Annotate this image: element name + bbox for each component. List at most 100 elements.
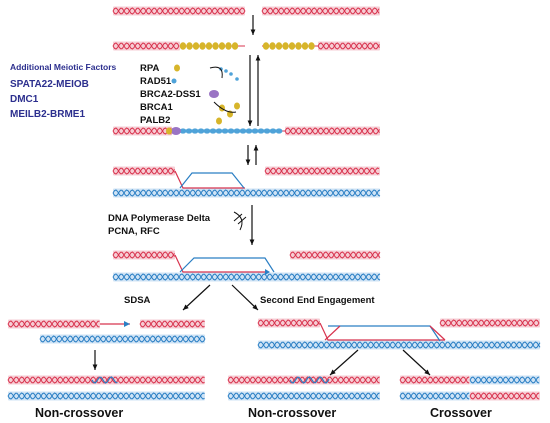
rad51-filament-unit <box>209 128 217 134</box>
rad51-free <box>224 69 228 73</box>
polymerase-chevrons <box>233 213 247 225</box>
synthesis-dloop <box>179 257 275 273</box>
noncrossover-mid-patch <box>289 376 330 384</box>
sdsa-red-right-strand-b <box>139 320 205 328</box>
protein-label-palb2: PALB2 <box>140 115 171 126</box>
resected-right-duplex-strand-a <box>317 42 380 50</box>
rad51-filament-unit <box>179 128 187 134</box>
rpa-released <box>234 102 240 110</box>
rpa-protein <box>288 42 296 50</box>
rpa-protein <box>179 42 187 50</box>
sdsa-red-left-strand-a <box>7 320 100 328</box>
meiotic-factors-heading: Additional Meiotic Factors <box>10 62 117 72</box>
resected-left-duplex-strand-b <box>112 42 180 50</box>
arrow-to-sdsa-head <box>183 304 189 310</box>
noncrossover-left-patch <box>91 376 118 384</box>
crossover-red-right-strand-a <box>469 392 540 400</box>
rad51-free <box>235 77 239 81</box>
filament-duplex-left-strand-b <box>112 127 172 135</box>
synthesis-red-left-strand-a <box>112 251 175 259</box>
synthesis-label-polymerase: DNA Polymerase Delta <box>108 213 211 224</box>
process-arrows <box>92 15 431 376</box>
protein-markers <box>166 42 315 135</box>
rpa-protein <box>301 42 309 50</box>
meiotic-factor-spata22: SPATA22-MEIOB <box>10 79 89 90</box>
outcome-label-crossover: Crossover <box>430 406 492 420</box>
sdsa-red-left-strand-b <box>7 320 100 328</box>
crossover-red-left-strand-a <box>399 376 470 384</box>
crossover-blue-right-strand-b <box>469 376 540 384</box>
dna-strands <box>7 6 541 401</box>
crossover-blue-right-strand-a <box>469 376 540 384</box>
resected-right-duplex-strand-b <box>317 42 380 50</box>
rad51-filament-unit <box>197 128 205 134</box>
invasion-red-left-strand-a <box>112 167 175 175</box>
invasion-red-left-strand-b <box>112 167 175 175</box>
crossover-red-right-strand-b <box>469 392 540 400</box>
rpa-released <box>216 117 222 125</box>
invasion-red-right-strand-a <box>264 167 380 175</box>
dhj-red-right-strand-b <box>439 319 540 327</box>
invading-strand <box>174 170 245 189</box>
sdsa-arrowhead <box>124 321 130 327</box>
filament-duplex-right-strand-b <box>284 127 380 135</box>
rad51-filament-unit <box>263 128 271 134</box>
rad51-legend-marker <box>171 78 177 84</box>
rad51-filament-unit <box>257 128 265 134</box>
arrow-to-second-end-shaft <box>231 284 259 311</box>
noncrossover-mid-blue-strand-b <box>227 392 380 400</box>
rpa-release-curve <box>213 101 237 113</box>
filament-duplex-right-strand-a <box>284 127 380 135</box>
rpa-protein <box>269 42 276 50</box>
arrow-invasion-forward-head <box>245 159 251 165</box>
arrow-dhj-crossover-shaft <box>402 349 431 376</box>
dhj-red-left-strand-a <box>257 319 320 327</box>
arrow-synthesis-head <box>249 239 255 245</box>
arrow-resection-head <box>250 29 256 35</box>
synthesis-label-pcna-rfc: PCNA, RFC <box>108 226 160 237</box>
arrow-filament-forward-head <box>247 120 253 126</box>
pathway-label-sdsa: SDSA <box>124 295 151 306</box>
synthesis-red-left-strand-b <box>112 251 175 259</box>
rpa-protein <box>295 42 302 50</box>
rad51-filament-unit <box>221 128 229 134</box>
extended-invading-strand <box>174 254 265 273</box>
arrow-filament-reverse-head <box>255 55 261 61</box>
synthesis-red-right-strand-a <box>289 251 381 259</box>
rpa-protein <box>308 42 315 50</box>
rpa-protein <box>192 42 200 50</box>
brca2-on-filament <box>171 127 181 135</box>
rad51-filament-unit <box>215 128 223 134</box>
invasion-blue-template-strand-b <box>112 189 381 197</box>
synthesis-blue-template-strand-b <box>112 273 381 281</box>
rad51-filament-unit <box>227 128 235 134</box>
rad51-filament-unit <box>251 128 259 134</box>
protein-label-brca2-dss1: BRCA2-DSS1 <box>140 89 201 100</box>
arrow-invasion-reverse-head <box>253 145 259 151</box>
rpa-protein <box>262 42 270 50</box>
rpa-protein <box>199 42 206 50</box>
filament-duplex-left-strand-a <box>112 127 172 135</box>
rpa-protein <box>225 42 232 50</box>
rpa-protein <box>186 42 193 50</box>
protein-label-brca1: BRCA1 <box>140 102 173 113</box>
rad51-filament-unit <box>203 128 211 134</box>
dsb-right-duplex-halo <box>262 6 380 16</box>
displaced-strand-dloop <box>179 172 245 189</box>
rad51-free <box>229 72 233 76</box>
dhj-lower-red <box>319 322 445 341</box>
pathway-label-second-end: Second End Engagement <box>260 295 375 306</box>
dhj-upper-blue <box>328 325 441 342</box>
outcome-label-middle-noncrossover: Non-crossover <box>248 406 337 420</box>
meiotic-factor-meilb2: MEILB2-BRME1 <box>10 109 86 120</box>
rad51-filament-unit <box>233 128 241 134</box>
rad51-filament-unit <box>191 128 199 134</box>
sdsa-red-left-halo <box>8 319 100 329</box>
arrow-dhj-noncrossover-shaft <box>329 349 359 376</box>
invasion-blue-template-halo <box>113 188 380 198</box>
crossover-blue-left-strand-a <box>399 392 470 400</box>
brca2-legend-marker <box>209 90 219 98</box>
arrow-sdsa-outcome-head <box>92 364 98 370</box>
dhj-junction-right <box>429 325 446 341</box>
